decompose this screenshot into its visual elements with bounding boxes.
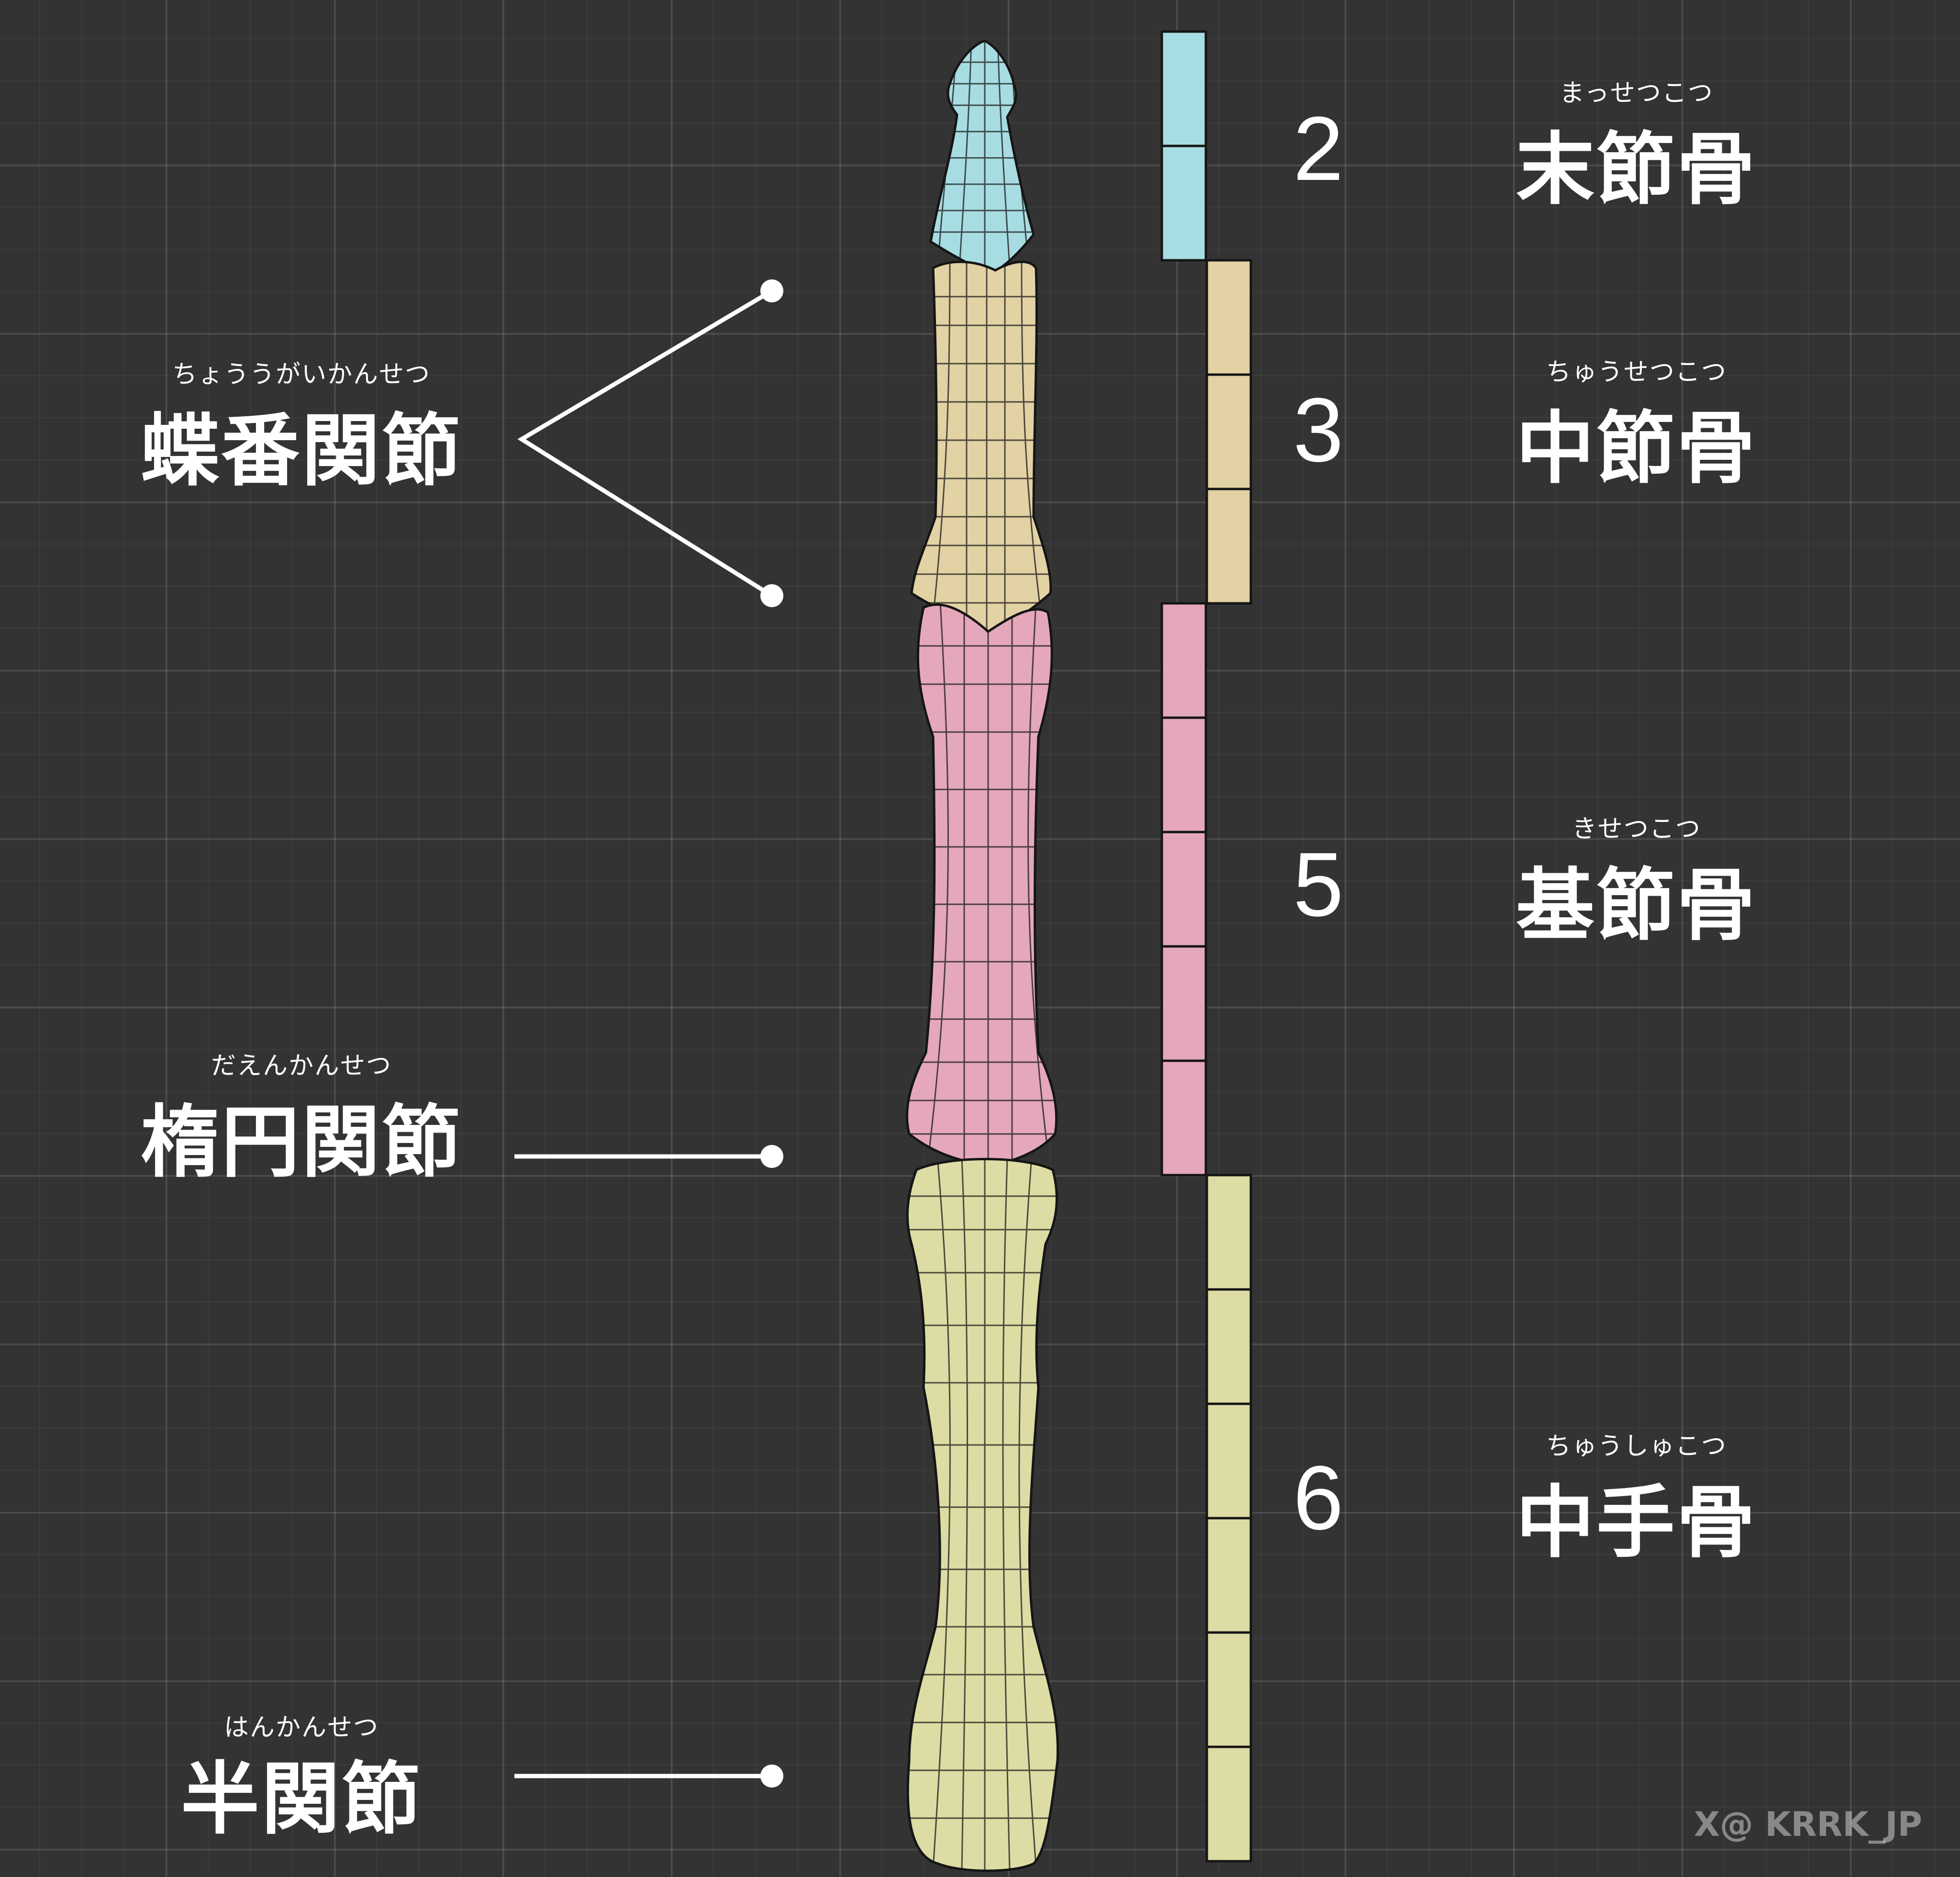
hinge-joint-dot-upper — [760, 279, 783, 302]
middle-bone-name: 中節骨 — [1515, 403, 1757, 494]
hinge-joint-furigana: ちょううがいかんせつ — [172, 360, 431, 389]
distal-unit-count: 2 — [1293, 98, 1344, 200]
ellipsoid-joint-dot — [760, 1145, 783, 1168]
semi-joint-name: 半関節 — [180, 1754, 422, 1845]
metacarpal-bone-name: 中手骨 — [1515, 1477, 1757, 1568]
distal-furigana: まっせつこつ — [1559, 79, 1714, 108]
proximal-proportion-bar — [1160, 602, 1207, 1177]
hinge-joint-name: 蝶番関節 — [140, 405, 462, 497]
metacarpal-unit-count: 6 — [1293, 1447, 1344, 1549]
metacarpal-furigana: ちゅうしゅこつ — [1546, 1432, 1727, 1461]
middle-unit-count: 3 — [1293, 379, 1344, 481]
middle-furigana: ちゅうせつこつ — [1546, 358, 1727, 387]
semi-joint-dot — [760, 1765, 783, 1788]
proximal-bone-name: 基節骨 — [1515, 860, 1757, 951]
semi-joint-furigana: はんかんせつ — [223, 1713, 379, 1742]
author-credit: X@ KRRK_JP — [1694, 1805, 1922, 1844]
ellipsoid-joint-name: 楕円関節 — [140, 1097, 462, 1188]
proximal-furigana: きせつこつ — [1571, 815, 1701, 844]
hinge-joint-dot-lower — [760, 584, 783, 607]
ellipsoid-joint-furigana: だえんかんせつ — [211, 1052, 392, 1080]
metacarpal-shape — [907, 1159, 1058, 1871]
distal-bone-name: 末節骨 — [1515, 124, 1757, 215]
middle-proportion-bar — [1205, 259, 1252, 605]
middle-phalanx-shape — [912, 262, 1051, 632]
hinge-joint-pointer — [517, 289, 773, 598]
distal-phalanx-shape — [931, 41, 1034, 273]
proximal-unit-count: 5 — [1293, 834, 1344, 935]
proximal-phalanx-shape — [907, 604, 1057, 1165]
